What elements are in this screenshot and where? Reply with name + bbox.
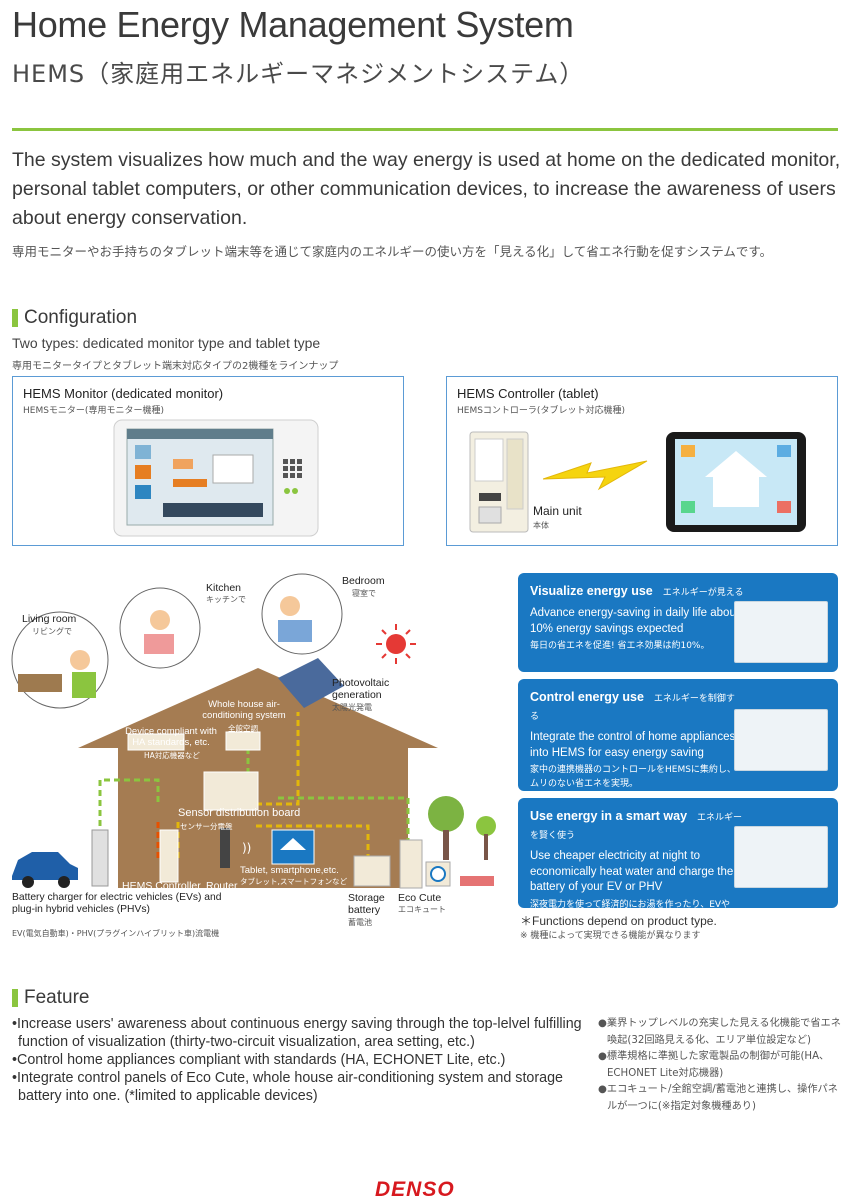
feature-item-ja: ●業界トップレベルの充実した見える化機能で省エネ喚起(32回路見える化、エリア単… bbox=[598, 1018, 841, 1046]
storage-battery-label: Storage battery bbox=[348, 892, 385, 916]
function-description-ja: 深夜電力を使って経済的にお湯を作ったり、EVやPHVに充電。 bbox=[530, 899, 731, 924]
ha-device-label-ja: HA対応機器など bbox=[144, 751, 200, 760]
section-marker bbox=[12, 309, 18, 327]
function-title-ja: エネルギーを賢く使う bbox=[530, 813, 743, 841]
eco-cute-label-ja: エコキュート bbox=[398, 905, 446, 914]
visualize-screen-thumbnail bbox=[734, 601, 828, 663]
section-marker bbox=[12, 989, 18, 1007]
bedroom-label-ja: 寝室で bbox=[352, 589, 376, 598]
wireless-lightning-icon bbox=[543, 460, 648, 491]
function-description: Advance energy-saving in daily life abou… bbox=[530, 607, 740, 635]
note-en: ＊Functions depend on product type. bbox=[520, 914, 717, 928]
main-unit-label: Main unit bbox=[533, 504, 582, 518]
configuration-subtitle-en: Two types: dedicated monitor type and ta… bbox=[12, 335, 321, 351]
function-title: Control energy use bbox=[530, 690, 644, 704]
denso-logo: DENSO bbox=[375, 1178, 455, 1200]
ha-device-label: Device compliant with HA standards, etc. bbox=[125, 726, 217, 748]
kitchen-label: Kitchen bbox=[206, 582, 242, 594]
page-title: Home Energy Management System bbox=[12, 4, 574, 45]
function-description: Integrate the control of home appliances… bbox=[530, 731, 736, 759]
sensor-board-label-ja: センサー分電盤 bbox=[180, 822, 233, 831]
feature-list-en: •Increase users' awareness about continu… bbox=[12, 1015, 587, 1105]
aircon-label: Whole house air-conditioning system bbox=[202, 699, 286, 721]
control-screen-thumbnail bbox=[734, 709, 828, 771]
battery-charger-label: Battery charger for electric vehicles (E… bbox=[12, 892, 222, 915]
living-room-label: Living room bbox=[22, 613, 77, 625]
svg-text:)): )) bbox=[242, 841, 251, 855]
monitor-box: HEMS Monitor (dedicated monitor) HEMSモニタ… bbox=[12, 376, 404, 546]
configuration-heading: Configuration bbox=[24, 307, 138, 328]
feature-heading: Feature bbox=[24, 987, 90, 1008]
function-description-ja: 家中の連携機器のコントロールをHEMSに集約し、ムリのない省エネを実現。 bbox=[530, 765, 736, 789]
aircon-label-ja: 全館空調 bbox=[228, 724, 258, 733]
function-description: Use cheaper electricity at night to econ… bbox=[530, 850, 734, 893]
divider bbox=[12, 128, 838, 131]
smart-screen-thumbnail bbox=[734, 826, 828, 888]
bedroom-label: Bedroom bbox=[342, 575, 385, 587]
kitchen-label-ja: キッチンで bbox=[206, 595, 246, 604]
hems-controller-label-ja: HEMS コントローラ bbox=[122, 894, 191, 903]
main-unit-image bbox=[469, 431, 529, 533]
configuration-subtitle-ja: 専用モニタータイプとタブレット端末対応タイプの2機種をラインナップ bbox=[12, 361, 339, 372]
feature-item: •Increase users' awareness about continu… bbox=[12, 1016, 582, 1050]
function-title: Use energy in a smart way bbox=[530, 809, 688, 823]
lead-text-en: The system visualizes how much and the w… bbox=[12, 149, 841, 229]
note-ja: ※ 機種によって実現できる機能が異なります bbox=[520, 931, 701, 941]
controller-box: HEMS Controller (tablet) HEMSコントローラ(タブレッ… bbox=[446, 376, 838, 546]
monitor-title: HEMS Monitor (dedicated monitor) bbox=[23, 386, 224, 401]
hems-controller-label: HEMS Controller bbox=[122, 880, 201, 892]
function-title-ja: エネルギーが見える bbox=[662, 588, 744, 598]
storage-battery-label-ja: 蓄電池 bbox=[348, 918, 372, 927]
feature-item: •Control home appliances compliant with … bbox=[12, 1052, 506, 1068]
monitor-title-ja: HEMSモニター(専用モニター機種) bbox=[23, 406, 164, 416]
feature-item-ja: ●標準規格に準拠した家電製品の制御が可能(HA、ECHONET Lite対応機器… bbox=[598, 1051, 830, 1079]
eco-cute-label: Eco Cute bbox=[398, 892, 442, 904]
function-title: Visualize energy use bbox=[530, 584, 653, 598]
house-diagram: )) bbox=[11, 573, 496, 889]
living-room-label-ja: リビングで bbox=[32, 627, 72, 636]
photovoltaic-label-ja: 太陽光発電 bbox=[332, 703, 372, 712]
feature-item: •Integrate control panels of Eco Cute, w… bbox=[12, 1070, 563, 1104]
controller-title: HEMS Controller (tablet) bbox=[457, 386, 599, 401]
tablet-image bbox=[666, 432, 806, 532]
main-unit-label-ja: 本体 bbox=[533, 521, 549, 530]
battery-charger-label-ja: EV(電気自動車)・PHV(プラグインハイブリット車)流電機 bbox=[12, 929, 220, 938]
function-box-visualize: Visualize energy use エネルギーが見える Advance en… bbox=[518, 573, 838, 672]
tablet-label: Tablet, smartphone,etc. bbox=[240, 865, 339, 876]
controller-title-ja: HEMSコントローラ(タブレット対応機種) bbox=[457, 406, 625, 416]
router-label: Router bbox=[206, 880, 238, 892]
lead-text-ja: 専用モニターやお手持ちのタブレット端末等を通じて家庭内のエネルギーの使い方を「見… bbox=[12, 244, 773, 259]
photovoltaic-label: Photovoltaic generation bbox=[332, 677, 390, 701]
sensor-board-label: Sensor distribution board bbox=[178, 807, 301, 819]
feature-item-ja: ●エコキュート/全館空調/蓄電池と連携し、操作パネルが一つに(※指定対象機種あり… bbox=[598, 1084, 838, 1112]
router-label-ja: ルーター bbox=[206, 894, 236, 903]
hems-monitor-image bbox=[113, 419, 319, 537]
feature-list-ja: ●業界トップレベルの充実した見える化機能で省エネ喚起(32回路見える化、エリア単… bbox=[598, 1016, 846, 1115]
function-title-ja: エネルギーを制御する bbox=[530, 694, 735, 722]
tablet-label-ja: タブレット,スマートフォンなど bbox=[240, 877, 348, 886]
function-description-ja: 毎日の省エネを促進! 省エネ効果は約10%。 bbox=[530, 641, 710, 651]
page-subtitle: HEMS（家庭用エネルギーマネジメントシステム） bbox=[12, 60, 585, 88]
